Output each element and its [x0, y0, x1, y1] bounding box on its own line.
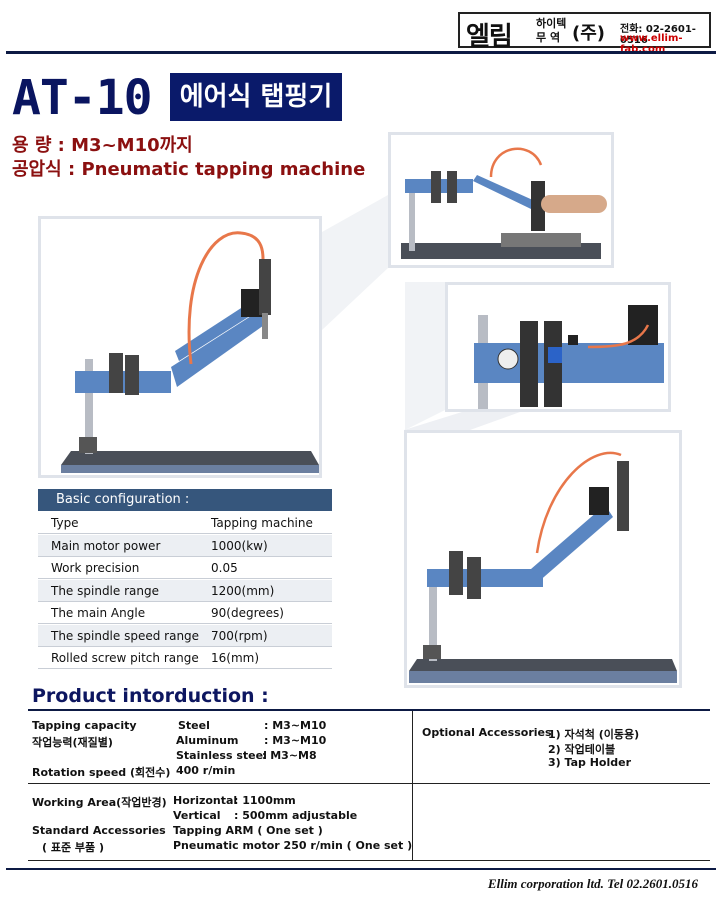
footer-contact: Ellim corporation ltd. Tel 02.2601.0516 — [487, 876, 698, 891]
config-key: The spindle speed range — [51, 628, 200, 643]
operator-photo — [388, 132, 614, 268]
steel-label: Steel — [178, 719, 210, 732]
basic-config-heading: Basic configuration : — [38, 489, 332, 511]
product-intro-heading: Product intorduction : — [32, 685, 269, 707]
spec-table-divider — [412, 711, 413, 860]
standard-accessory-1: Tapping ARM ( One set ) — [173, 824, 323, 837]
logo-subtitle-line-1: 하이텍 — [536, 17, 567, 30]
optional-accessories-label: Optional Accessories — [422, 726, 552, 739]
config-row: The main Angle 90(degrees) — [38, 602, 332, 624]
config-key: Rolled screw pitch range — [51, 651, 199, 665]
config-key: Work precision — [51, 561, 140, 575]
tapping-capacity-label: Tapping capacity — [32, 719, 137, 732]
model-number: AT-10 — [12, 70, 152, 126]
config-key: The main Angle — [51, 606, 146, 620]
header-rule — [6, 51, 716, 54]
config-row: The spindle speed range 700(rpm) — [38, 624, 332, 647]
steel-value: : M3~M10 — [264, 719, 327, 732]
horizontal-value: : 1100mm — [234, 794, 296, 807]
stainless-label: Stainless steel — [176, 749, 267, 762]
capacity-line: 용 량 : M3~M10까지 — [12, 131, 193, 157]
config-key: Main motor power — [51, 538, 161, 553]
config-row: Rolled screw pitch range 16(mm) — [38, 647, 332, 669]
standard-accessories-label: Standard Accessories — [32, 824, 166, 837]
config-row: Work precision 0.05 — [38, 557, 332, 579]
spec-table-bottom-rule — [28, 860, 710, 861]
config-row: The spindle range 1200(mm) — [38, 579, 332, 602]
spec-table-top-rule — [28, 709, 710, 711]
type-value: Pneumatic tapping machine — [81, 159, 366, 180]
model-korean-title: 에어식 탭핑기 — [170, 73, 342, 121]
standard-accessories-korean: ( 표준 부품 ) — [42, 841, 105, 854]
capacity-value: M3~M10까지 — [71, 135, 193, 156]
website-url[interactable]: www.ellim-fab.com — [620, 33, 683, 55]
config-row: Type Tapping machine — [38, 512, 332, 534]
type-label: 공압식 : — [12, 159, 76, 180]
type-line: 공압식 : Pneumatic tapping machine — [12, 155, 365, 181]
optional-item-2: 2) 작업테이블 — [548, 743, 616, 756]
config-value: 1000(kw) — [211, 538, 268, 553]
capacity-label: 용 량 : — [12, 135, 65, 156]
tapping-capacity-korean: 작업능력(재질별) — [32, 736, 113, 749]
logo-subtitle: 하이텍 무 역 — [536, 17, 576, 45]
tapping-machine-illustration — [61, 231, 319, 473]
config-value: Tapping machine — [211, 516, 313, 530]
aluminum-value: : M3~M10 — [264, 734, 327, 747]
phone-number: 전화: 02-2601-0516 — [620, 24, 696, 46]
full-machine-photo — [404, 430, 682, 688]
logo-subtitle-line-2: 무 역 — [536, 31, 561, 44]
config-value: 700(rpm) — [211, 628, 268, 643]
vertical-label: Vertical — [173, 809, 221, 822]
aluminum-label: Aluminum — [176, 734, 239, 747]
config-value: 1200(mm) — [211, 583, 275, 598]
config-key: Type — [51, 516, 79, 530]
company-logo: 엘림 — [466, 22, 513, 52]
config-key: The spindle range — [51, 583, 159, 598]
config-value: 16(mm) — [211, 651, 260, 665]
standard-accessory-2: Pneumatic motor 250 r/min ( One set ) — [173, 839, 413, 852]
main-machine-photo — [38, 216, 322, 478]
footer-rule — [6, 868, 716, 870]
filter-regulator-illustration — [474, 305, 664, 409]
config-row: Main motor power 1000(kw) — [38, 534, 332, 557]
horizontal-label: Horizontal — [173, 794, 238, 807]
working-area-label: Working Area(작업반경) — [32, 796, 167, 809]
optional-item-3: 3) Tap Holder — [548, 756, 632, 769]
rotation-speed-label: Rotation speed (회전수) — [32, 766, 171, 779]
corp-mark: (주) — [572, 23, 606, 44]
filter-regulator-photo — [445, 282, 671, 412]
optional-item-1: 1) 자석척 (이동용) — [548, 728, 640, 741]
vertical-value: : 500mm adjustable — [234, 809, 358, 822]
spec-table-mid-rule — [28, 783, 710, 784]
config-value: 0.05 — [211, 561, 238, 575]
company-logo-box: 엘림 하이텍 무 역 (주) 전화: 02-2601-0516 www.elli… — [458, 12, 711, 55]
stainless-value: : M3~M8 — [262, 749, 317, 762]
config-value: 90(degrees) — [211, 606, 284, 620]
full-machine-illustration — [409, 451, 677, 683]
rotation-speed-value: 400 r/min — [176, 764, 236, 777]
operator-illustration — [401, 147, 607, 259]
